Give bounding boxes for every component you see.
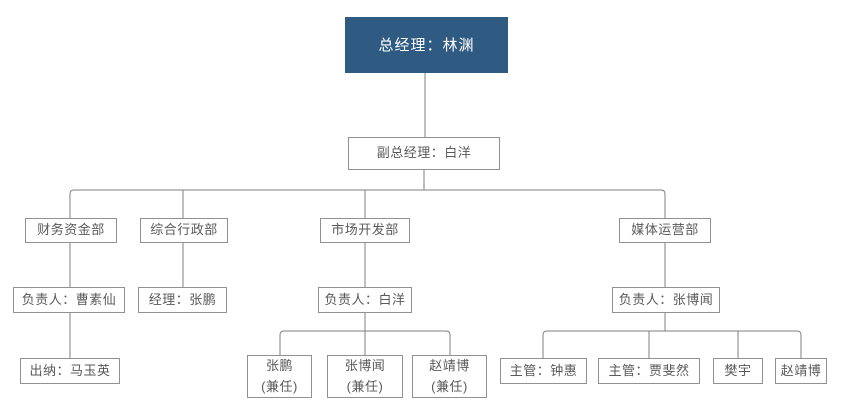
org-node-market-manager: 负责人：白洋	[318, 287, 412, 313]
org-node-media-staff-3: 樊宇	[713, 358, 763, 384]
org-node-media-staff-1: 主管：钟惠	[500, 358, 587, 384]
org-node-market-staff-1: 张鹏 (兼任)	[247, 355, 312, 398]
org-node-market-staff-3: 赵靖博 (兼任)	[412, 355, 487, 398]
org-node-dept-media: 媒体运营部	[619, 218, 711, 243]
org-node-finance-manager: 负责人：曹素仙	[13, 287, 125, 313]
org-node-dept-market: 市场开发部	[320, 218, 410, 243]
org-node-general-manager: 总经理：林渊	[345, 17, 508, 73]
org-node-dept-admin: 综合行政部	[140, 218, 228, 243]
org-node-deputy-general-manager: 副总经理：白洋	[348, 137, 500, 170]
staff-note: (兼任)	[431, 378, 468, 394]
org-node-media-staff-4: 赵靖博	[775, 358, 827, 384]
org-node-dept-finance: 财务资金部	[25, 218, 117, 243]
org-node-media-manager: 负责人：张博闻	[612, 287, 720, 313]
org-node-media-staff-2: 主管：贾斐然	[598, 358, 700, 384]
staff-name: 张博闻	[344, 358, 386, 374]
staff-note: (兼任)	[346, 378, 384, 394]
staff-name: 赵靖博	[429, 358, 470, 374]
staff-name: 张鹏	[265, 358, 293, 374]
org-node-market-staff-2: 张博闻 (兼任)	[327, 355, 403, 398]
org-node-finance-cashier: 出纳：马玉英	[20, 358, 120, 384]
org-node-admin-manager: 经理：张鹏	[138, 287, 227, 313]
staff-note: (兼任)	[261, 378, 298, 394]
